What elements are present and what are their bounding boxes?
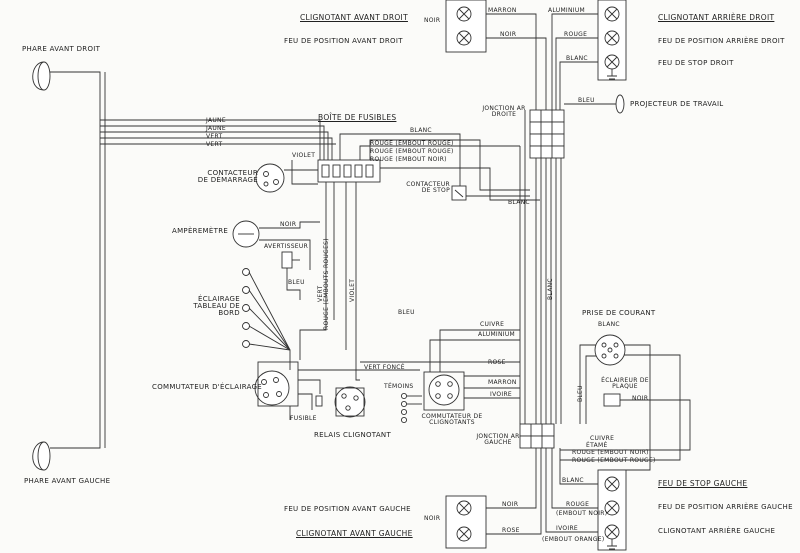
wire-label-jaune-2: JAUNE xyxy=(206,125,226,132)
label-fusible: FUSIBLE xyxy=(290,415,317,422)
wire-label-marron-2: MARRON xyxy=(488,379,517,386)
wire-label-etame: ÉTAMÉ xyxy=(586,442,608,449)
label-commutateur-clignotants: COMMUTATEUR DE CLIGNOTANTS xyxy=(421,413,483,426)
wire-label-aluminium-2: ALUMINIUM xyxy=(478,331,516,338)
wire-label-bleu-2: BLEU xyxy=(288,279,305,286)
wire-label-noir-4: NOIR xyxy=(632,395,649,402)
wire-label-rouge-embout-rouge: ROUGE (EMBOUT ROUGE) xyxy=(370,140,454,147)
rear-left-lamp-icon xyxy=(597,469,627,551)
label-contacteur-stop: CONTACTEUR DE STOP xyxy=(406,181,450,194)
wire-label-aluminium: ALUMINIUM xyxy=(548,7,586,14)
label-feu-position-arriere-gauche: FEU DE POSITION ARRIÈRE GAUCHE xyxy=(658,503,793,511)
label-amperemetre: AMPÈREMÈTRE xyxy=(172,227,229,235)
label-clignotant-avant-droit: CLIGNOTANT AVANT DROIT xyxy=(300,13,408,22)
wire-label-rouge-2: ROUGE xyxy=(566,501,590,508)
wire-label-rose: ROSE xyxy=(488,359,506,366)
wire-label-noir: NOIR xyxy=(424,17,441,24)
wire-label-blanc-3: BLANC xyxy=(508,199,530,206)
wire-label-blanc-5: BLANC xyxy=(598,321,620,328)
label-commutateur-eclairage: COMMUTATEUR D'ÉCLAIRAGE xyxy=(152,383,263,391)
wire-label-noir-5: NOIR xyxy=(502,501,519,508)
wire-label-noir-3: NOIR xyxy=(280,221,297,228)
rear-left-junction-icon xyxy=(519,423,555,449)
wire-label-violet-2: VIOLET xyxy=(349,278,356,302)
wire-label-ivoire: IVOIRE xyxy=(490,391,513,398)
label-prise-courant: PRISE DE COURANT xyxy=(582,309,656,317)
wire-label-violet: VIOLET xyxy=(292,152,316,159)
label-feu-position-avant-gauche: FEU DE POSITION AVANT GAUCHE xyxy=(284,505,411,513)
wire-label-rouge-embouts-rouges: ROUGE (EMBOUTS ROUGES) xyxy=(323,238,330,330)
label-clignotant-avant-gauche: CLIGNOTANT AVANT GAUCHE xyxy=(296,529,413,538)
label-feu-position-avant-droit: FEU DE POSITION AVANT DROIT xyxy=(284,37,403,45)
wire-label-bleu-3: BLEU xyxy=(398,309,415,316)
label-boite-fusibles: BOÎTE DE FUSIBLES xyxy=(318,113,397,122)
wire-label-vert-fonce: VERT FONCÉ xyxy=(364,364,405,371)
wire-label-noir-6: NOIR xyxy=(424,515,441,522)
label-phare-avant-gauche: PHARE AVANT GAUCHE xyxy=(24,477,111,485)
wire-label-blanc-4: BLANC xyxy=(547,278,554,300)
label-feu-stop-droit: FEU DE STOP DROIT xyxy=(658,59,734,67)
label-feu-stop-gauche: FEU DE STOP GAUCHE xyxy=(658,479,748,488)
label-phare-avant-droit: PHARE AVANT DROIT xyxy=(22,45,101,53)
label-relais-clignotant: RELAIS CLIGNOTANT xyxy=(314,431,392,439)
wire-label-vert: VERT xyxy=(206,133,223,140)
label-projecteur-travail: PROJECTEUR DE TRAVAIL xyxy=(630,100,724,108)
headlight-right-icon xyxy=(32,61,51,91)
wire-label-marron: MARRON xyxy=(488,7,517,14)
label-jonction-ar-gauche: JONCTION AR GAUCHE xyxy=(476,433,520,446)
label-clignotant-arriere-droit: CLIGNOTANT ARRIÈRE DROIT xyxy=(658,13,775,22)
indicator-switch-icon xyxy=(428,374,460,406)
flasher-relay-icon xyxy=(334,386,366,418)
wire-label-bleu: BLEU xyxy=(578,97,595,104)
wire-label-cuivre-2: CUIVRE xyxy=(590,435,615,442)
work-light-icon xyxy=(615,94,625,114)
wire-label-cuivre: CUIVRE xyxy=(480,321,505,328)
wire-label-rouge-embout-noir: ROUGE (EMBOUT NOIR) xyxy=(370,156,447,163)
wire-label-blanc: BLANC xyxy=(566,55,588,62)
wire-label-rouge-embout-rouge-3: ROUGE (EMBOUT ROUGE) xyxy=(572,457,656,464)
wire-label-jaune: JAUNE xyxy=(206,117,226,124)
wire-label-rouge: ROUGE xyxy=(564,31,588,38)
front-right-indicator-icon xyxy=(445,0,487,53)
horn-icon xyxy=(281,251,293,269)
dashboard-lamp-icons xyxy=(242,268,250,348)
label-temoins: TÉMOINS xyxy=(384,383,414,390)
fuse-box-icon xyxy=(317,159,381,183)
label-clignotant-arriere-gauche: CLIGNOTANT ARRIÈRE GAUCHE xyxy=(658,527,776,535)
label-eclairage-tableau: ÉCLAIRAGE TABLEAU DE BORD xyxy=(193,295,240,317)
wire-label-noir-2: NOIR xyxy=(500,31,517,38)
label-avertisseur: AVERTISSEUR xyxy=(264,243,309,250)
wire-label-vert-2: VERT xyxy=(206,141,223,148)
front-left-indicator-icon xyxy=(445,495,487,549)
label-contacteur-demarrage: CONTACTEUR DE DÉMARRAGE xyxy=(197,169,258,184)
starter-switch-icon xyxy=(255,163,285,193)
wire-label-rose-2: ROSE xyxy=(502,527,520,534)
headlight-left-icon xyxy=(32,441,51,471)
rear-right-lamp-icon xyxy=(597,0,627,81)
wire-label-blanc-6: BLANC xyxy=(562,477,584,484)
label-jonction-ar-droite: JONCTION AR DROITE xyxy=(482,105,526,118)
wire-label-embout-noir: (EMBOUT NOIR) xyxy=(556,510,608,517)
label-feu-position-arriere-droit: FEU DE POSITION ARRIÈRE DROIT xyxy=(658,37,785,45)
wire-label-rouge-embout-noir-2: ROUGE (EMBOUT NOIR) xyxy=(572,449,649,456)
wire-label-embout-orange: (EMBOUT ORANGE) xyxy=(542,536,605,543)
warning-lights-icon xyxy=(400,392,408,424)
wire-label-rouge-embout-rouge-2: ROUGE (EMBOUT ROUGE) xyxy=(370,148,454,155)
power-socket-icon xyxy=(594,334,626,366)
fuse-icon xyxy=(315,395,323,407)
label-eclaireur-plaque: ÉCLAIREUR DE PLAQUE xyxy=(601,377,649,390)
wire-label-ivoire-2: IVOIRE xyxy=(556,525,579,532)
plate-light-icon xyxy=(603,393,621,407)
rear-right-junction-icon xyxy=(529,109,565,159)
wire-label-bleu-4: BLEU xyxy=(577,385,584,402)
wire-label-blanc-2: BLANC xyxy=(410,127,432,134)
